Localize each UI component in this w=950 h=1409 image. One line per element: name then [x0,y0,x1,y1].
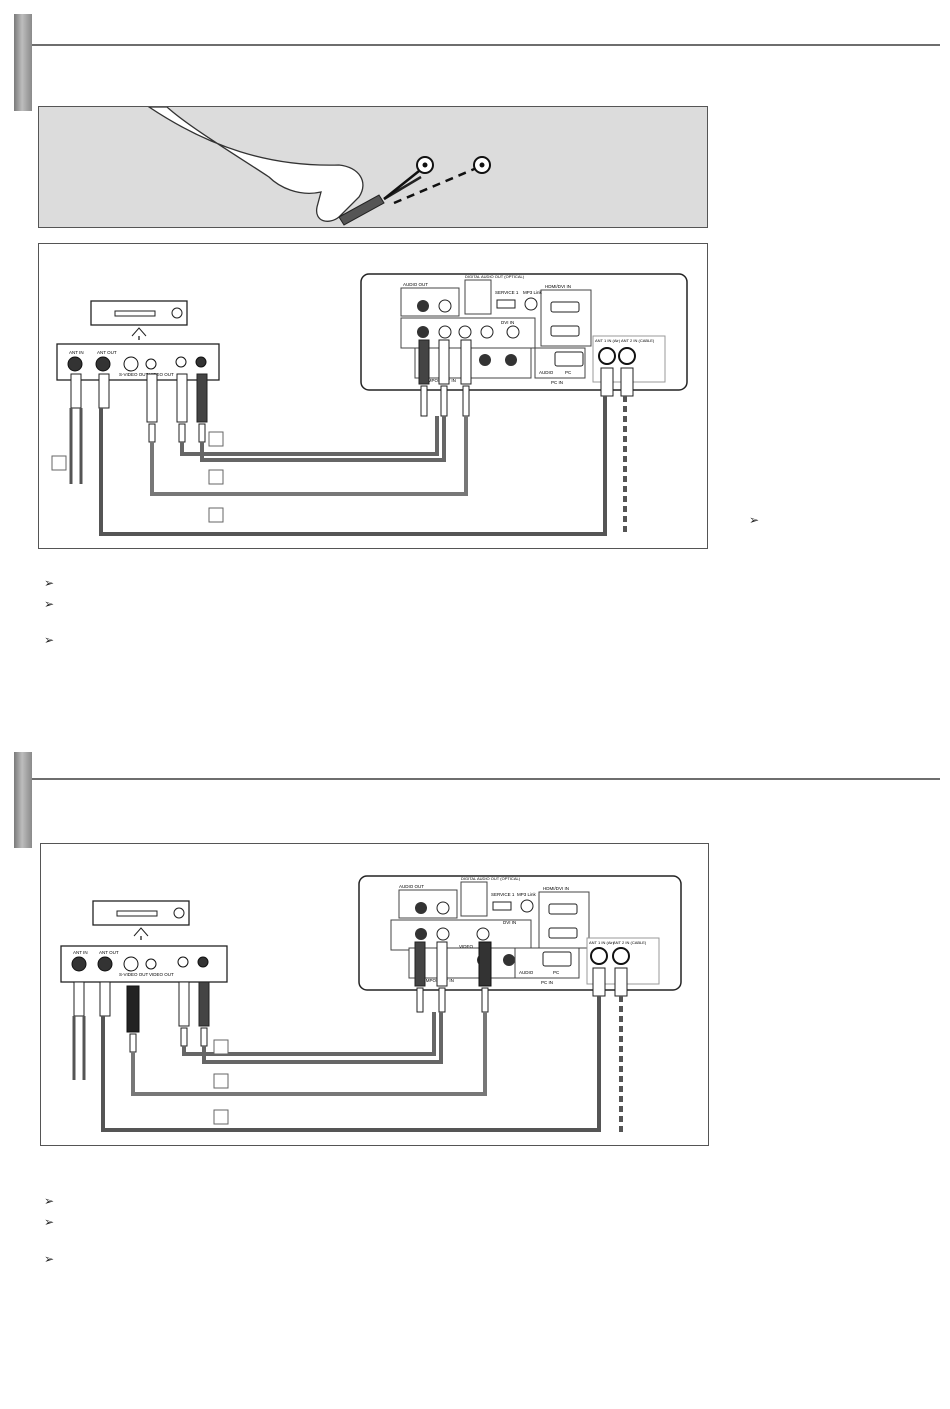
antenna-cable [101,996,601,1132]
tv-pc-audio-label: AUDIO [539,370,554,375]
step-box-2 [213,1073,229,1089]
section-1-rule [32,44,940,46]
tv-component-in-label: COMPONENT IN [421,378,456,383]
antenna-jack-alt-icon [473,156,491,174]
video-cable [150,416,468,496]
tv-pc-in-label: PC IN [551,380,563,385]
tv-mp3-link-label: MP3 Link [523,290,543,295]
tv-digital-audio-label: DIGITAL AUDIO OUT (OPTICAL) [461,876,521,881]
tv-plugs [418,339,634,417]
tv-service-label: SERVICE 1 [495,290,519,295]
diagram-1-svg: ANT IN ANT OUT S-VIDEO OUT VIDEO OUT [51,273,688,536]
hand-plug-drawing [147,107,491,226]
note-arrow-icon: ➢ [44,633,55,647]
side-note-arrow-icon: ➢ [749,513,760,527]
tv-pc-label: PC [565,370,572,375]
tv-ant2-in-label: ANT 2 IN (CABLE) [613,940,647,945]
antenna-cable [99,396,607,536]
vcr-rear-panel: ANT IN ANT OUT S-VIDEO OUT VIDEO OUT [60,945,228,983]
antenna-jack-icon [416,156,434,174]
section-2-rule [32,778,940,780]
step-box-1 [51,455,67,471]
cable-plug-icon [338,194,385,226]
vcr-video-out-label: VIDEO OUT [149,972,174,977]
tv-audio-out-label: AUDIO OUT [403,282,428,287]
tv-pc-label: PC [553,970,560,975]
note-arrow-icon: ➢ [44,597,55,611]
tv-pc-audio-label: AUDIO [519,970,534,975]
vcr-ant-in-label: ANT IN [73,950,88,955]
step-box-3 [208,469,224,485]
vcr-svideo-out-label: S-VIDEO OUT [119,372,149,377]
note-arrow-icon: ➢ [44,576,55,590]
audio-cable [182,1012,443,1064]
section-1-header-bar [14,14,32,111]
tv-rear-panel: AUDIO OUT DIGITAL AUDIO OUT (OPTICAL) SE… [358,875,682,991]
hand-icon [147,107,364,222]
vcr-ant-out-label: ANT OUT [97,350,117,355]
vcr-plugs [70,373,208,443]
step-box-4 [208,507,224,523]
step-box-1 [213,1039,229,1055]
vcr-rear-panel: ANT IN ANT OUT S-VIDEO OUT VIDEO OUT [56,343,220,381]
tv-component-in-label: COMPONENT IN [419,978,454,983]
note-arrow-icon: ➢ [44,1194,55,1208]
step-box-3 [213,1109,229,1125]
cable-connection-illustration [38,106,708,228]
tv-audio-out-label: AUDIO OUT [399,884,424,889]
diagram-2-svg: ANT IN ANT OUT S-VIDEO OUT VIDEO OUT [60,875,682,1132]
vcr-ant-out-label: ANT OUT [99,950,119,955]
vcr-ant-in-label: ANT IN [69,350,84,355]
tv-ant2-in-label: ANT 2 IN (CABLE) [621,338,655,343]
connection-diagram-1: ANT IN ANT OUT S-VIDEO OUT VIDEO OUT [38,243,708,549]
step-box-2 [208,431,224,447]
tv-rear-panel: AUDIO OUT DIGITAL AUDIO OUT (OPTICAL) SE… [360,273,688,391]
tv-mp3-link-label: MP3 Link [517,892,537,897]
tv-dvi-in-label: DVI IN [501,320,514,325]
audio-cable [180,416,446,462]
tv-ant1-in-label: ANT 1 IN (Air) [589,940,615,945]
vcr-plugs [73,981,210,1053]
tv-dvi-in-label: DVI IN [503,920,516,925]
vcr-device-icon [90,300,188,340]
svideo-cable [131,1012,487,1096]
tv-plugs [414,941,628,1013]
vcr-video-out-label: VIDEO OUT [149,372,174,377]
note-arrow-icon: ➢ [44,1252,55,1266]
tv-video-label: VIDEO [459,944,474,949]
tv-hdmi-in-label: HDMI/DVI IN [545,284,571,289]
vcr-device-icon [92,900,190,940]
connection-diagram-2: ANT IN ANT OUT S-VIDEO OUT VIDEO OUT [40,843,709,1146]
section-2-header-bar [14,752,32,848]
vcr-svideo-out-label: S-VIDEO OUT [119,972,149,977]
tv-ant1-in-label: ANT 1 IN (Air) [595,338,621,343]
tv-hdmi-in-label: HDMI/DVI IN [543,886,569,891]
note-arrow-icon: ➢ [44,1215,55,1229]
tv-pc-in-label: PC IN [541,980,553,985]
tv-digital-audio-label: DIGITAL AUDIO OUT (OPTICAL) [465,274,525,279]
tv-service-label: SERVICE 1 [491,892,515,897]
